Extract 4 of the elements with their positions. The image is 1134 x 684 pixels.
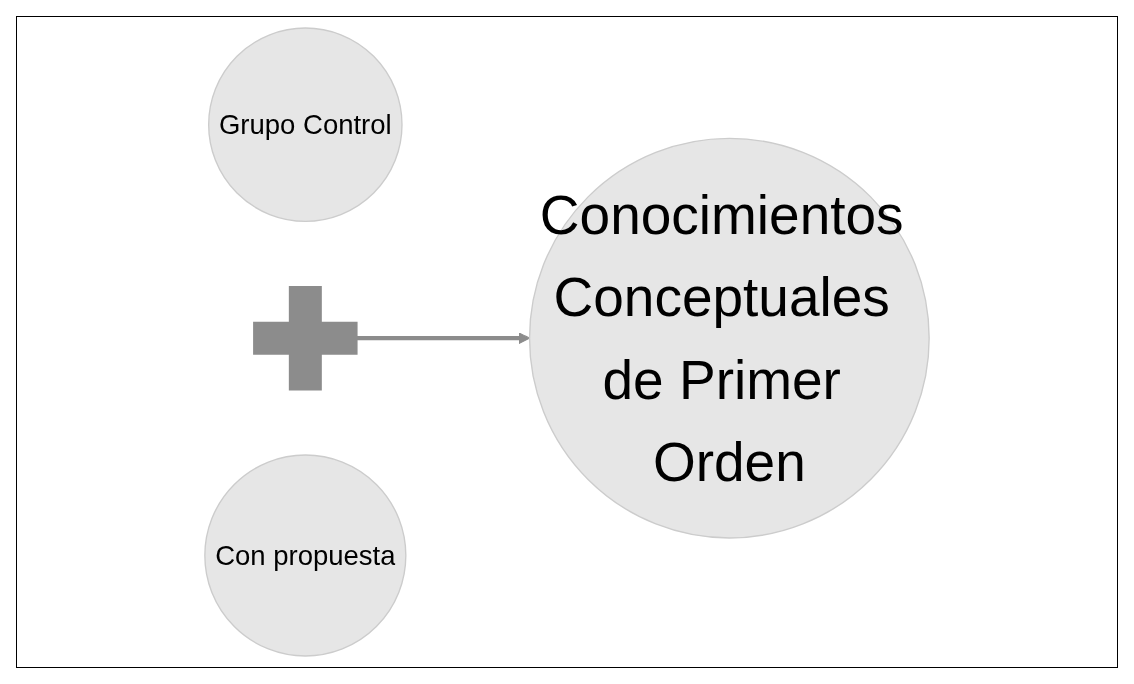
circle-node: Conocimientos Conceptuales de Primer Orden [528,137,930,539]
plus-sign [253,285,358,391]
circle-node: Con propuesta [204,454,407,657]
circle-node: Grupo Control [208,27,403,222]
